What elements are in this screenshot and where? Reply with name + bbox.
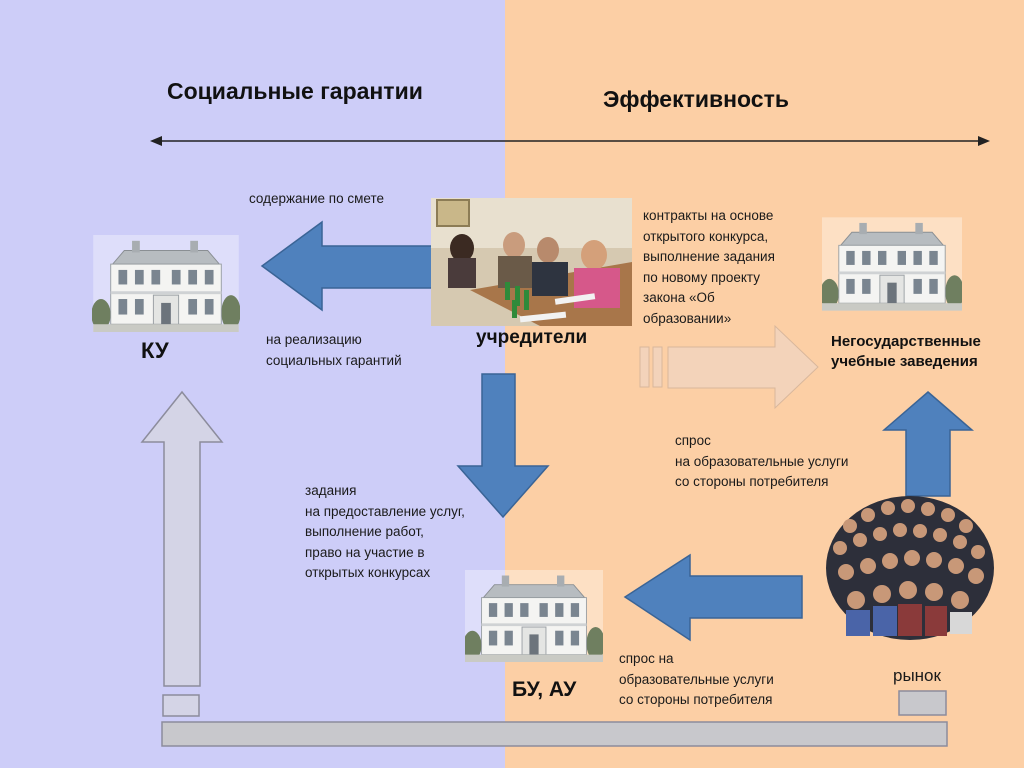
gray-block-left [162, 694, 200, 717]
non-state-building-icon [822, 216, 962, 312]
heading-social-guarantees: Социальные гарантии [167, 78, 423, 104]
arrow-to-ku [260, 220, 433, 312]
text-contracts: контракты на основе открытого конкурса, … [643, 208, 775, 326]
label-market: рынок [893, 666, 941, 685]
label-non-state: Негосударственные учебные заведения [831, 333, 981, 370]
ku-building-icon [92, 235, 240, 332]
crowd-photo [826, 496, 994, 640]
heading-efficiency: Эффективность [603, 86, 789, 112]
label-bu-au: БУ, АУ [512, 678, 577, 701]
bu-au-building-icon [465, 569, 603, 663]
text-demand-upper: спрос на образовательные услуги со сторо… [675, 433, 849, 489]
arrow-market-to-non-state [881, 391, 975, 497]
text-estimate: содержание по смете [249, 191, 384, 206]
text-demand-lower: спрос на образовательные услуги со сторо… [619, 651, 774, 707]
label-founders: учредители [476, 327, 588, 348]
founders-photo [431, 198, 632, 326]
scale-arrow [150, 136, 990, 146]
gray-block-right [898, 690, 947, 716]
bottom-scale-bar [161, 721, 948, 747]
text-tasks: задания на предоставление услуг, выполне… [305, 483, 465, 580]
arrow-market-to-bu-au [623, 553, 803, 642]
arrow-to-non-state [639, 324, 819, 410]
text-social-guarantees: на реализацию социальных гарантий [266, 332, 402, 368]
label-ku: КУ [141, 338, 169, 363]
arrow-gray-up [140, 390, 224, 687]
social-guarantees-zone [0, 0, 505, 768]
arrow-to-bu-au [456, 373, 550, 519]
